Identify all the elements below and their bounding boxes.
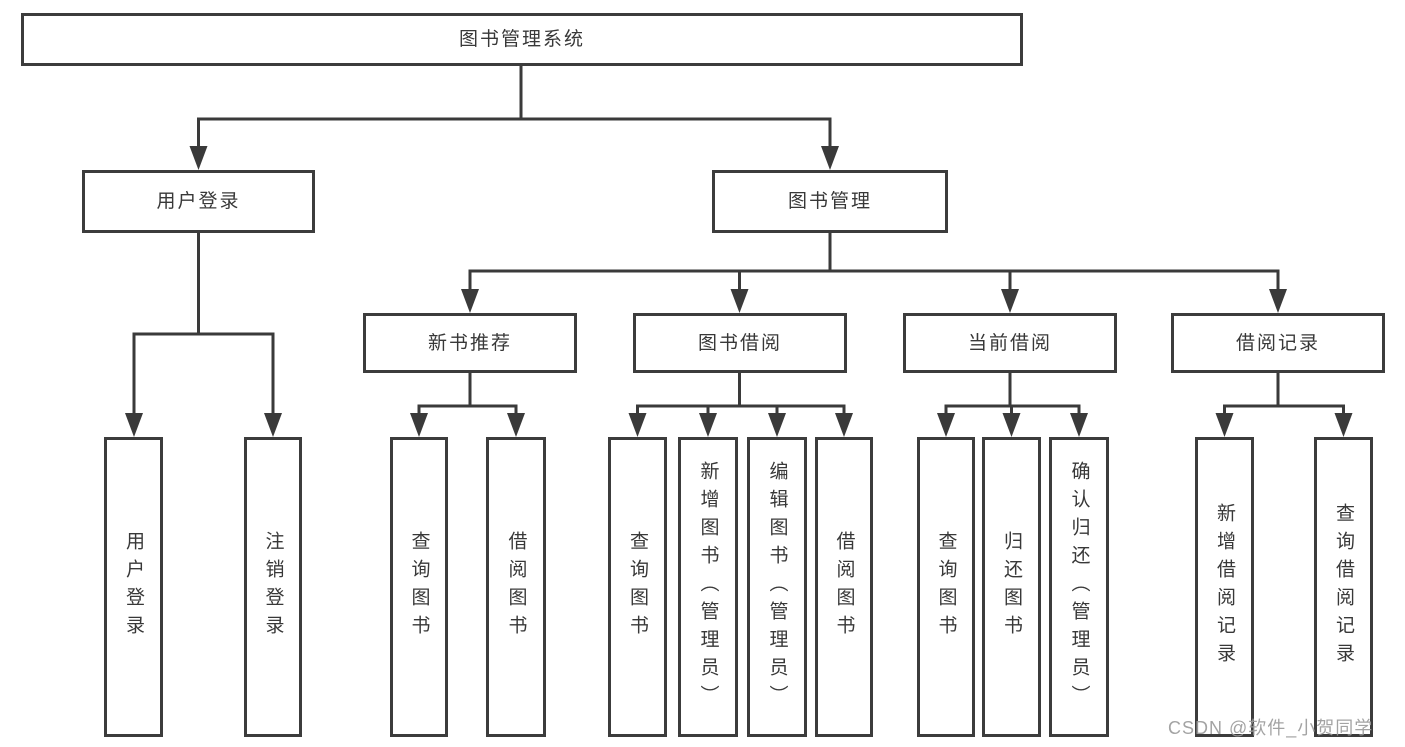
node-system-root: 图书管理系统 <box>21 13 1023 66</box>
leaf-borrow-books-2: 借阅图书 <box>815 437 873 737</box>
node-user-login: 用户登录 <box>82 170 315 233</box>
node-new-book-recommend: 新书推荐 <box>363 313 577 373</box>
leaf-confirm-return-admin: 确认归还（管理员） <box>1049 437 1109 737</box>
leaf-borrow-books-1: 借阅图书 <box>486 437 546 737</box>
leaf-query-books-3: 查询图书 <box>917 437 975 737</box>
leaf-add-borrow-record: 新增借阅记录 <box>1195 437 1254 737</box>
leaf-query-books-2: 查询图书 <box>608 437 667 737</box>
leaf-add-book-admin: 新增图书（管理员） <box>678 437 738 737</box>
leaf-user-login: 用户登录 <box>104 437 163 737</box>
leaf-logout: 注销登录 <box>244 437 302 737</box>
watermark: CSDN @软件_小贺同学 <box>1168 718 1374 738</box>
leaf-edit-book-admin: 编辑图书（管理员） <box>747 437 807 737</box>
node-book-management: 图书管理 <box>712 170 948 233</box>
leaf-return-book: 归还图书 <box>982 437 1041 737</box>
leaf-query-borrow-record: 查询借阅记录 <box>1314 437 1373 737</box>
node-borrow-records: 借阅记录 <box>1171 313 1385 373</box>
leaf-query-books-1: 查询图书 <box>390 437 448 737</box>
node-book-borrow: 图书借阅 <box>633 313 847 373</box>
node-current-borrow: 当前借阅 <box>903 313 1117 373</box>
